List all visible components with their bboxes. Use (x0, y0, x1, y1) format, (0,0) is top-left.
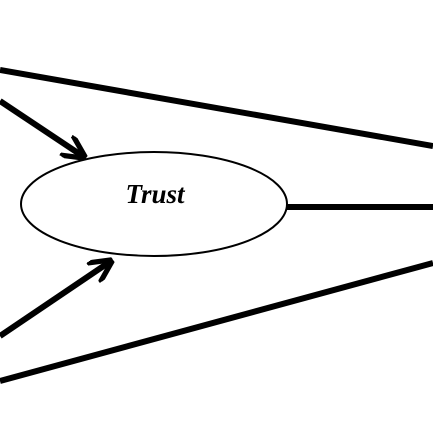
edge-top-left-to-trust (0, 98, 84, 157)
trust-node-label: Trust (125, 179, 186, 209)
edge-upper-diagonal (0, 67, 433, 149)
edge-bottom-left-to-trust (0, 261, 111, 339)
trust-node (20, 151, 288, 257)
edge-lower-diagonal (0, 260, 433, 384)
